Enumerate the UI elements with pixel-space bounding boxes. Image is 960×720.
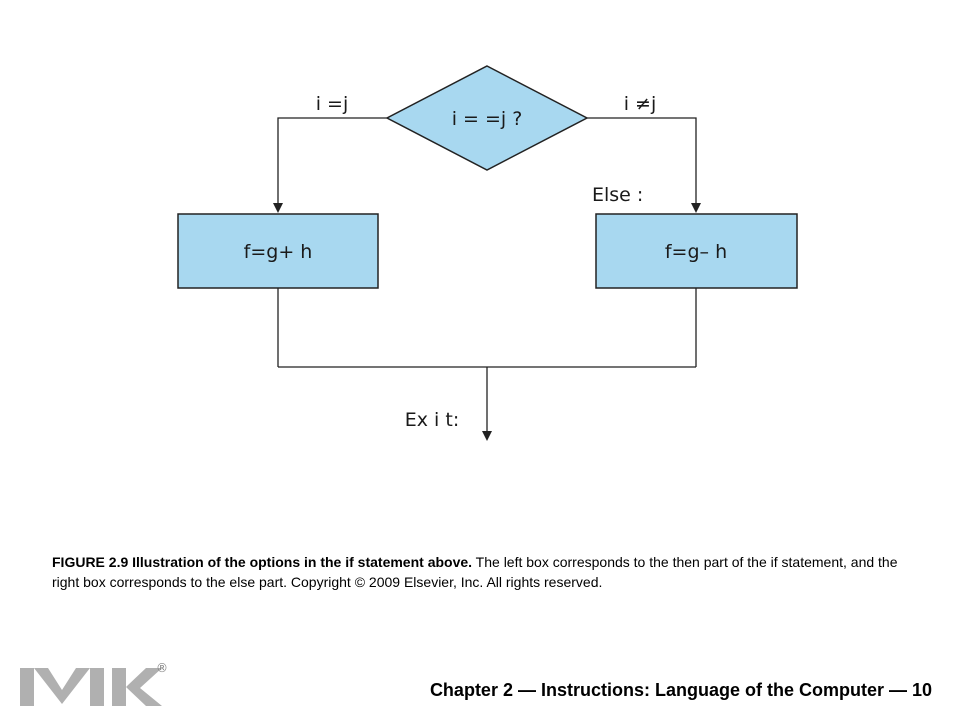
- footer-chapter-title: Chapter 2 — Instructions: Language of th…: [429, 680, 932, 700]
- caption-rest: The left box corresponds to the then par…: [52, 554, 898, 590]
- arrowhead-right-box: [691, 203, 701, 213]
- arrowhead-left-box: [273, 203, 283, 213]
- caption-bold: FIGURE 2.9 Illustration of the options i…: [52, 554, 473, 570]
- connector-right-branch: [587, 117, 697, 204]
- flowchart-diagram: i = =j ? i =j i ≠j Else : f=g+ h f=g– h …: [177, 65, 798, 441]
- branch-not-equal-label: i ≠j: [624, 93, 657, 115]
- connector-left-branch: [277, 117, 387, 204]
- exit-label: Ex i t:: [405, 409, 459, 431]
- branch-equal-label: i =j: [316, 93, 349, 115]
- then-box: [177, 213, 379, 289]
- decision-diamond: [385, 65, 589, 171]
- else-box: [595, 213, 798, 289]
- figure-caption: FIGURE 2.9 Illustration of the options i…: [52, 552, 912, 592]
- then-box-text: f=g+ h: [244, 241, 313, 263]
- arrowhead-exit: [482, 431, 492, 441]
- mk-logo: ®: [20, 661, 168, 706]
- registered-mark: ®: [156, 661, 168, 675]
- else-label: Else :: [592, 184, 643, 206]
- else-box-text: f=g– h: [665, 241, 727, 263]
- decision-text: i = =j ?: [452, 108, 523, 130]
